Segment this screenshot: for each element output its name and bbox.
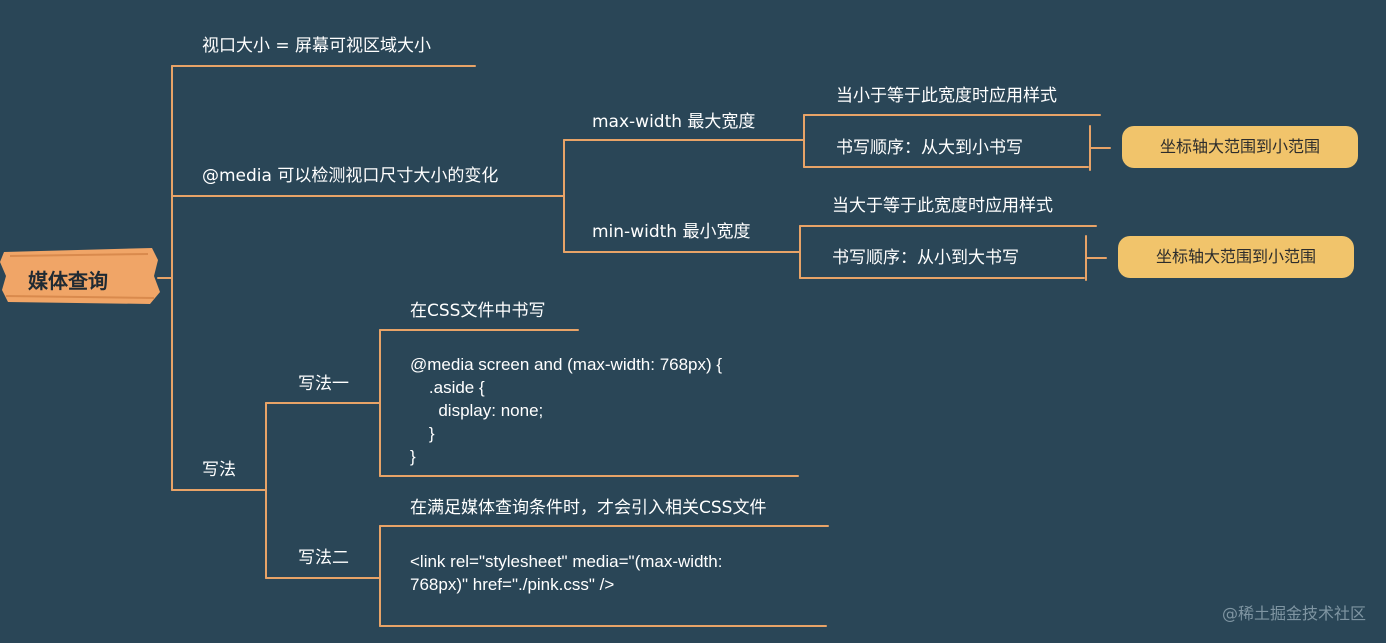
watermark: @稀土掘金技术社区 xyxy=(1221,604,1366,623)
viewport-label: 视口大小 = 屏幕可视区域大小 xyxy=(202,36,432,56)
max-width-order: 书写顺序：从大到小书写 xyxy=(836,138,1023,158)
method1-code: @media screen and (max-width: 768px) { .… xyxy=(410,355,723,466)
min-width-note: 坐标轴大范围到小范围 xyxy=(1118,236,1354,278)
max-width-label: max-width 最大宽度 xyxy=(592,112,756,132)
method2-label: 写法二 xyxy=(298,548,349,568)
method2-title: 在满足媒体查询条件时，才会引入相关CSS文件 xyxy=(410,498,767,518)
min-width-label: min-width 最小宽度 xyxy=(592,222,751,242)
max-width-rule: 当小于等于此宽度时应用样式 xyxy=(836,86,1057,106)
media-label: @media 可以检测视口尺寸大小的变化 xyxy=(202,166,499,186)
method1-title: 在CSS文件中书写 xyxy=(410,301,546,321)
method2-code: <link rel="stylesheet" media="(max-width… xyxy=(410,552,723,594)
max-width-note: 坐标轴大范围到小范围 xyxy=(1122,126,1358,168)
root-node-shape xyxy=(0,248,160,304)
min-width-order: 书写顺序：从小到大书写 xyxy=(832,248,1019,268)
root-node: 媒体查询 xyxy=(0,246,160,306)
root-label: 媒体查询 xyxy=(28,269,108,293)
method1-label: 写法一 xyxy=(298,374,349,394)
min-width-rule: 当大于等于此宽度时应用样式 xyxy=(832,196,1053,216)
syntax-label: 写法 xyxy=(202,460,236,480)
